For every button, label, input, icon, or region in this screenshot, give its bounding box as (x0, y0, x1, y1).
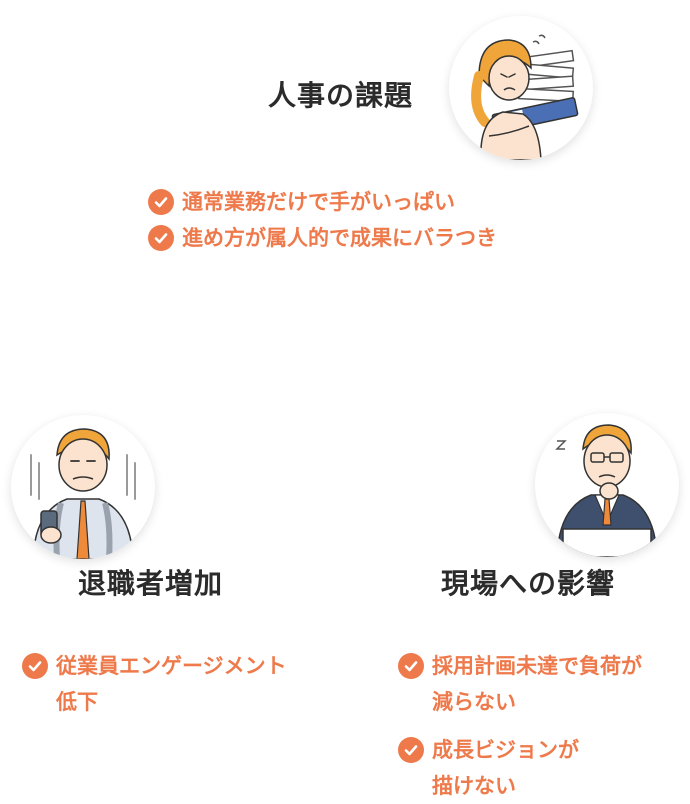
list-item: 採用計画未達で負荷が 減らない (398, 648, 642, 720)
check-icon (148, 189, 174, 215)
list-item: 成長ビジョンが 描けない (398, 732, 642, 804)
check-icon (22, 653, 48, 679)
list-item-text: 採用計画未達で負荷が 減らない (432, 654, 642, 714)
turnover-list: 従業員エンゲージメント 低下 (22, 648, 287, 720)
list-item: 従業員エンゲージメント 低下 (22, 648, 287, 720)
field-impact-title: 現場への影響 (441, 567, 616, 600)
check-icon (398, 737, 424, 763)
check-icon (398, 653, 424, 679)
hr-challenge-list: 通常業務だけで手がいっぱい 進め方が属人的で成果にバラつき (148, 184, 497, 256)
list-item-text: 通常業務だけで手がいっぱい (182, 190, 455, 214)
list-item: 通常業務だけで手がいっぱい (148, 184, 497, 220)
field-impact-illustration (535, 413, 679, 557)
field-impact-list: 採用計画未達で負荷が 減らない 成長ビジョンが 描けない (398, 648, 642, 804)
list-item: 進め方が属人的で成果にバラつき (148, 220, 497, 256)
list-item-text: 成長ビジョンが 描けない (432, 738, 579, 798)
list-item-text: 従業員エンゲージメント 低下 (56, 654, 287, 714)
list-item-text: 進め方が属人的で成果にバラつき (182, 226, 497, 250)
turnover-illustration (11, 415, 155, 559)
turnover-title: 退職者増加 (78, 567, 224, 600)
hr-illustration (449, 16, 593, 160)
hr-challenge-title: 人事の課題 (268, 79, 414, 112)
check-icon (148, 225, 174, 251)
